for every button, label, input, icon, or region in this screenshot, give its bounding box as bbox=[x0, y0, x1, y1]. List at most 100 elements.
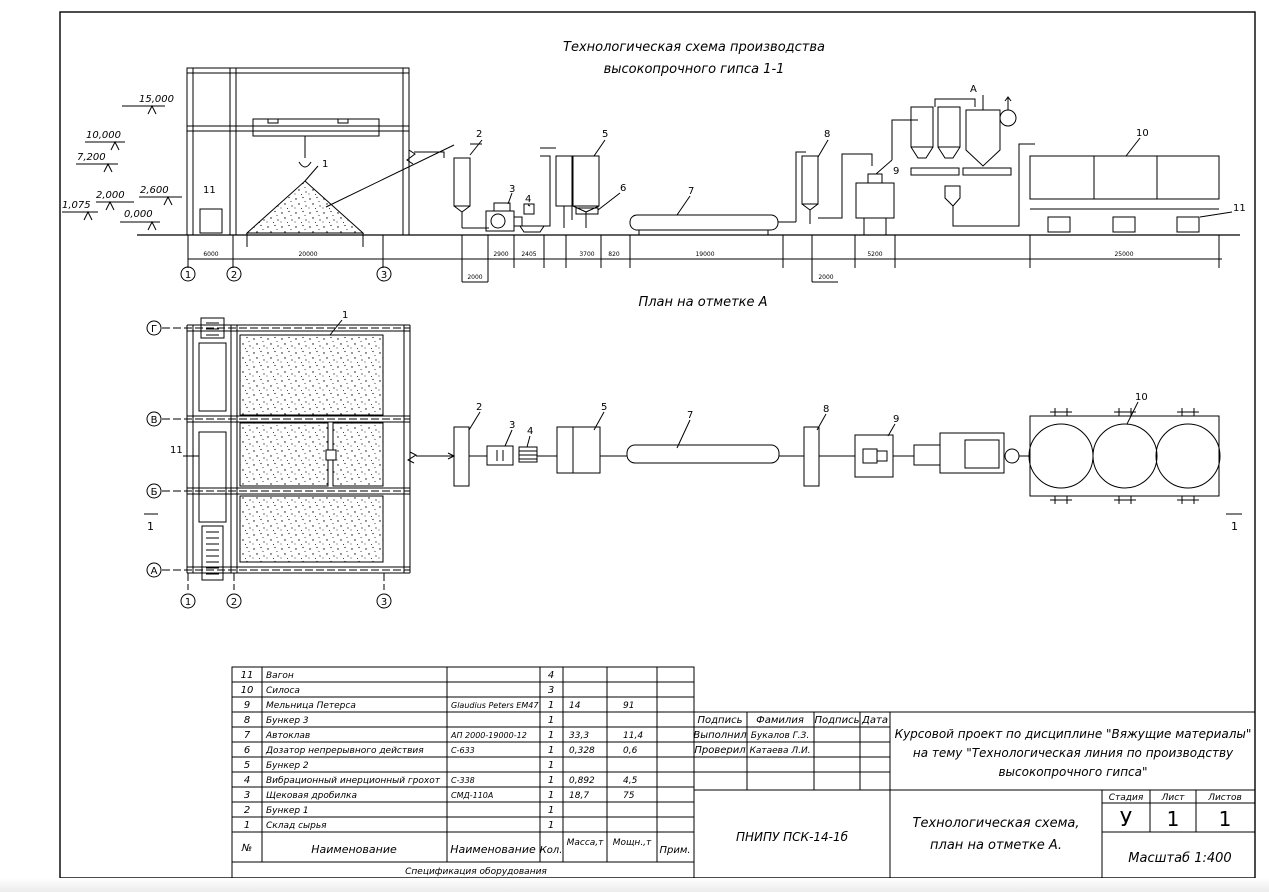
spec-cell-n: 9 bbox=[244, 700, 250, 711]
spec-cell-qty: 1 bbox=[548, 820, 554, 831]
mark-11-section: 11 bbox=[203, 185, 216, 196]
spec-cell-name: Дозатор непрерывного действия bbox=[265, 746, 424, 756]
spec-cell-qty: 4 bbox=[548, 670, 554, 681]
spec-cell-model: Glaudius Peters EM47 bbox=[451, 701, 539, 710]
spec-header-qty: Кол. bbox=[540, 845, 563, 856]
plan-labels: 1 11 2 3 4 5 7 8 9 10 Г В Б А 1 2 3 1 1 bbox=[147, 310, 1238, 608]
spec-cell-name: Бункер 1 bbox=[266, 806, 309, 816]
cut-mark-left: 1 bbox=[147, 520, 154, 533]
dim-5200: 5200 bbox=[867, 251, 882, 258]
mark-a: А bbox=[970, 84, 977, 95]
stage-value: У bbox=[1120, 807, 1132, 831]
spec-cell-n: 6 bbox=[244, 745, 250, 756]
level-15000: 15,000 bbox=[139, 94, 174, 105]
spec-cell-mass: 0,328 bbox=[569, 746, 595, 756]
dim-2405: 2405 bbox=[521, 251, 536, 258]
stage-label: Стадия bbox=[1109, 793, 1144, 803]
warehouse-building bbox=[186, 67, 455, 247]
plan-silos bbox=[1029, 415, 1220, 497]
spec-cell-name: Вибрационный инерционный грохот bbox=[266, 776, 441, 786]
spec-header-name: Наименование bbox=[311, 843, 397, 856]
dust-collection bbox=[910, 95, 1035, 227]
stamp-header-sign-1: Подпись bbox=[698, 715, 743, 726]
elevation-marks bbox=[62, 104, 182, 231]
dim-820: 820 bbox=[608, 251, 620, 258]
spec-cell-n: 7 bbox=[244, 730, 251, 741]
sheet-value: 1 bbox=[1167, 807, 1180, 831]
spec-header-n: № bbox=[241, 843, 252, 854]
scale: Масштаб 1:400 bbox=[1128, 851, 1231, 866]
col-axis-1: 1 bbox=[185, 597, 191, 608]
spec-cell-name: Автоклав bbox=[265, 731, 310, 741]
spec-cell-name: Щековая дробилка bbox=[266, 791, 357, 801]
spec-cell-name: Склад сырья bbox=[266, 821, 327, 831]
mark-2: 2 bbox=[476, 129, 482, 140]
level-7200: 7,200 bbox=[77, 152, 106, 163]
spec-cell-n: 5 bbox=[244, 760, 250, 771]
mark-9: 9 bbox=[893, 166, 899, 177]
plan-mark-8: 8 bbox=[823, 404, 829, 415]
plan-filter bbox=[913, 444, 941, 466]
spec-cell-qty: 1 bbox=[548, 700, 554, 711]
sheets-label: Листов bbox=[1207, 793, 1242, 803]
level-2600: 2,600 bbox=[140, 185, 169, 196]
plan-bunker-1 bbox=[453, 426, 470, 487]
section-view: Технологическая схема производства высок… bbox=[62, 40, 1240, 283]
spec-cell-power: 75 bbox=[623, 791, 635, 801]
spec-cell-qty: 1 bbox=[548, 745, 554, 756]
dim-2000-a: 2000 bbox=[467, 274, 482, 281]
stamp-header-date: Дата bbox=[861, 715, 888, 726]
spec-header-power: Мощн.,т bbox=[613, 838, 652, 848]
stamp-check-name: Катаева Л.И. bbox=[749, 746, 810, 756]
spec-cell-qty: 3 bbox=[548, 685, 554, 696]
plan-crusher bbox=[486, 445, 514, 466]
spec-cell-power: 4,5 bbox=[623, 776, 638, 786]
spec-cell-qty: 1 bbox=[548, 790, 554, 801]
spec-cell-n: 8 bbox=[244, 715, 250, 726]
dim-3700: 3700 bbox=[579, 251, 594, 258]
spec-cell-name: Мельница Петерса bbox=[266, 701, 356, 711]
stamp-header-sign-2: Подпись bbox=[815, 715, 860, 726]
spec-cell-model: АП 2000-19000-12 bbox=[450, 731, 527, 740]
spec-cell-name: Бункер 3 bbox=[266, 716, 309, 726]
level-1075: 1,075 bbox=[62, 200, 91, 211]
mark-11-wagon: 11 bbox=[1233, 203, 1246, 214]
project-line-3: высокопрочного гипса" bbox=[998, 765, 1147, 779]
row-axis-v: В bbox=[151, 415, 158, 426]
spec-cell-n: 3 bbox=[244, 790, 250, 801]
spec-cell-name: Бункер 2 bbox=[266, 761, 309, 771]
spec-cell-qty: 1 bbox=[548, 805, 554, 816]
plan-autoclave bbox=[626, 444, 780, 464]
spec-cell-model: С-633 bbox=[451, 746, 475, 755]
bunker-2 bbox=[540, 147, 600, 228]
spec-cell-qty: 1 bbox=[548, 730, 554, 741]
mark-3: 3 bbox=[509, 184, 515, 195]
dim-6000: 6000 bbox=[203, 251, 218, 258]
dim-25000: 25000 bbox=[1114, 251, 1133, 258]
mark-4: 4 bbox=[525, 194, 531, 205]
spec-cell-mass: 18,7 bbox=[569, 791, 589, 801]
plan-mark-7: 7 bbox=[687, 410, 693, 421]
dim-20000: 20000 bbox=[298, 251, 317, 258]
sheets-value: 1 bbox=[1219, 807, 1232, 831]
spec-cell-n: 2 bbox=[244, 805, 250, 816]
spec-cell-n: 10 bbox=[241, 685, 254, 696]
spec-cell-model: СМД-110А bbox=[451, 791, 493, 800]
plan-bunker-3 bbox=[803, 426, 820, 487]
mark-8: 8 bbox=[824, 129, 830, 140]
level-2000: 2,000 bbox=[96, 190, 125, 201]
section-labels: 15,000 10,000 7,200 2,600 2,000 1,075 0,… bbox=[62, 84, 1246, 281]
level-0000: 0,000 bbox=[124, 209, 153, 220]
spec-cell-power: 0,6 bbox=[623, 746, 638, 756]
stamp-header-surname: Фамилия bbox=[756, 715, 804, 726]
spec-header-mass: Масса,т bbox=[567, 838, 605, 848]
stamp-done-role: Выполнил bbox=[693, 730, 747, 741]
bottom-fade bbox=[0, 878, 1269, 892]
dim-2900: 2900 bbox=[493, 251, 508, 258]
sheet-title-line-1: Технологическая схема, bbox=[913, 816, 1080, 831]
col-axis-2: 2 bbox=[231, 597, 237, 608]
level-10000: 10,000 bbox=[86, 130, 121, 141]
stamp-done-name: Букалов Г.З. bbox=[751, 731, 809, 741]
